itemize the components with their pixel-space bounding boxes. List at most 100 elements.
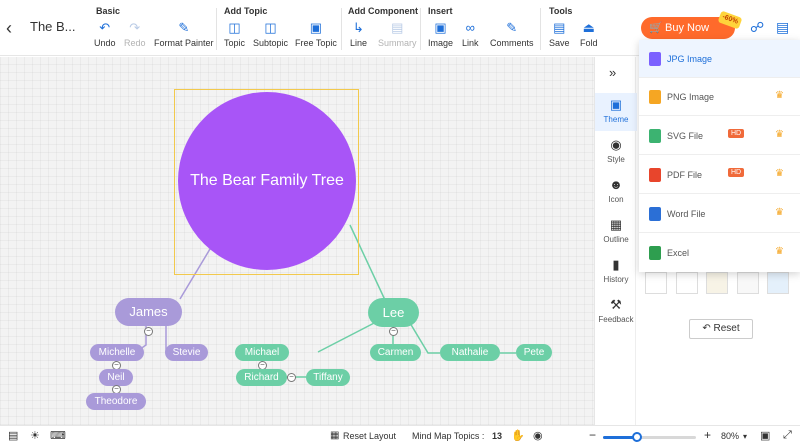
theme-swatch[interactable] bbox=[737, 272, 759, 294]
reset-layout-button[interactable]: Reset Layout bbox=[343, 431, 397, 441]
export-excel-item[interactable]: Excel♛ bbox=[639, 234, 800, 272]
crown-icon: ♛ bbox=[775, 207, 784, 218]
undo-button[interactable]: ↶ Undo bbox=[94, 20, 116, 48]
crown-icon: ♛ bbox=[775, 129, 784, 140]
sidebar-item-icon[interactable]: ☻Icon bbox=[595, 177, 637, 204]
theme-swatch[interactable] bbox=[767, 272, 789, 294]
topic-pete[interactable]: Pete bbox=[516, 344, 552, 361]
fit-screen-icon[interactable]: ▣ bbox=[760, 430, 771, 442]
document-title[interactable]: The B... bbox=[30, 19, 76, 34]
free-topic-label: Free Topic bbox=[295, 38, 337, 48]
export-item-label: Excel bbox=[667, 248, 690, 258]
sidebar-item-feedback[interactable]: ⚒Feedback bbox=[595, 297, 637, 324]
comment-icon: ✎ bbox=[506, 20, 518, 35]
image-icon: ▣ bbox=[434, 20, 447, 35]
export-png-item[interactable]: PNG Image ♛ bbox=[639, 78, 800, 116]
buy-now-label: Buy Now bbox=[665, 22, 710, 34]
keyboard-icon[interactable]: ⌨ bbox=[50, 430, 66, 442]
reset-theme-button[interactable]: ↶ Reset bbox=[689, 319, 753, 339]
topic-neil[interactable]: Neil bbox=[99, 369, 133, 386]
topic-michelle[interactable]: Michelle bbox=[90, 344, 144, 361]
fullscreen-icon[interactable]: ⤢ bbox=[783, 429, 792, 441]
feedback-label: Feedback bbox=[598, 315, 634, 324]
topic-label: Topic bbox=[224, 38, 246, 48]
undo-icon: ↶ bbox=[99, 20, 111, 35]
topic-lee[interactable]: Lee bbox=[368, 298, 419, 327]
sidebar-item-theme[interactable]: ▣Theme bbox=[595, 93, 637, 131]
topic-tiffany[interactable]: Tiffany bbox=[306, 369, 350, 386]
theme-toggle-icon[interactable]: ☀ bbox=[30, 430, 40, 442]
format-painter-button[interactable]: ✎Format Painter bbox=[154, 20, 214, 48]
theme-swatch[interactable] bbox=[676, 272, 698, 294]
zoom-out-icon[interactable]: − bbox=[589, 428, 597, 442]
export-item-label: SVG File bbox=[667, 131, 704, 141]
link-button[interactable]: ∞Link bbox=[462, 20, 479, 48]
zoom-in-icon[interactable]: + bbox=[704, 428, 712, 442]
topic-michael[interactable]: Michael bbox=[235, 344, 289, 361]
zoom-slider-handle[interactable] bbox=[632, 432, 643, 442]
hand-tool-icon[interactable]: ✋ bbox=[511, 430, 525, 442]
export-item-label: PNG Image bbox=[667, 92, 715, 102]
image-button[interactable]: ▣ Image bbox=[428, 20, 453, 48]
image-label: Image bbox=[428, 38, 454, 48]
topic-carmen[interactable]: Carmen bbox=[370, 344, 421, 361]
collapse-toggle[interactable]: − bbox=[287, 373, 296, 382]
root-topic[interactable]: The Bear Family Tree bbox=[178, 92, 356, 270]
collapse-panel-icon[interactable]: » bbox=[609, 65, 617, 80]
topic-richard[interactable]: Richard bbox=[236, 369, 287, 386]
sidebar-item-history[interactable]: ▮History bbox=[595, 257, 637, 284]
hd-badge: HD bbox=[728, 129, 745, 138]
subtopic-button[interactable]: ◫Subtopic bbox=[253, 20, 288, 48]
export-word-item[interactable]: Word File♛ bbox=[639, 195, 800, 233]
topic-james[interactable]: James bbox=[115, 298, 182, 326]
eye-icon[interactable]: ◉ bbox=[533, 430, 543, 442]
right-sidebar: » ▣Theme ◉Style ☻Icon ▦Outline ▮History … bbox=[594, 57, 637, 425]
icon-label: Icon bbox=[608, 195, 624, 204]
crown-icon: ♛ bbox=[775, 90, 784, 101]
line-button[interactable]: ↳Line bbox=[350, 20, 367, 48]
chevron-down-icon[interactable]: ▾ bbox=[743, 432, 748, 441]
share-icon[interactable]: ☍ bbox=[750, 19, 765, 35]
mind-map-canvas[interactable]: The Bear Family Tree James − Michelle St… bbox=[0, 57, 594, 425]
reset-layout-icon[interactable]: ▦ bbox=[330, 430, 340, 441]
free-topic-button[interactable]: ▣ Free Topic bbox=[295, 20, 337, 48]
topic-nathalie[interactable]: Nathalie bbox=[440, 344, 500, 361]
summary-button[interactable]: ▤Summary bbox=[378, 20, 417, 48]
comments-label: Comments bbox=[490, 38, 534, 48]
topic-theodore[interactable]: Theodore bbox=[86, 393, 146, 410]
hd-badge: HD bbox=[728, 168, 745, 177]
zoom-level[interactable]: 80% bbox=[721, 431, 740, 441]
topic-stevie[interactable]: Stevie bbox=[165, 344, 208, 361]
palette-icon: ◉ bbox=[610, 137, 622, 152]
buy-now-button[interactable]: 🛒Buy Now bbox=[641, 17, 735, 39]
export-svg-item[interactable]: SVG File HD ♛ bbox=[639, 117, 800, 155]
redo-button[interactable]: ↷Redo bbox=[124, 20, 146, 48]
summary-label: Summary bbox=[378, 38, 417, 48]
group-tools: Tools bbox=[549, 6, 573, 16]
theme-swatch[interactable] bbox=[706, 272, 728, 294]
group-add-topic: Add Topic bbox=[224, 6, 268, 16]
zoom-slider[interactable] bbox=[603, 432, 696, 442]
reset-label: Reset bbox=[713, 323, 740, 334]
fold-button[interactable]: ⏏Fold bbox=[580, 20, 598, 48]
toolbar-separator bbox=[540, 8, 541, 50]
panel-toggle-icon[interactable]: ▤ bbox=[8, 430, 19, 442]
free-topic-icon: ▣ bbox=[309, 20, 323, 35]
collapse-toggle[interactable]: − bbox=[389, 327, 398, 336]
export-jpg-item[interactable]: JPG Image bbox=[639, 40, 800, 78]
topics-count: 13 bbox=[492, 431, 503, 441]
undo-label: Undo bbox=[94, 38, 116, 48]
save-button[interactable]: ▤Save bbox=[549, 20, 570, 48]
export-icon[interactable]: ▤ bbox=[776, 19, 790, 35]
sidebar-item-style[interactable]: ◉Style bbox=[595, 137, 637, 164]
topic-icon: ◫ bbox=[228, 20, 241, 35]
jpg-file-icon bbox=[649, 52, 661, 66]
topic-button[interactable]: ◫ Topic bbox=[224, 20, 245, 48]
comments-button[interactable]: ✎ Comments bbox=[490, 20, 534, 48]
topics-count-label: Mind Map Topics : bbox=[412, 431, 485, 441]
sidebar-item-outline[interactable]: ▦Outline bbox=[595, 217, 637, 244]
theme-swatch[interactable] bbox=[645, 272, 667, 294]
back-icon[interactable]: ‹ bbox=[6, 18, 12, 38]
collapse-toggle[interactable]: − bbox=[144, 327, 153, 336]
